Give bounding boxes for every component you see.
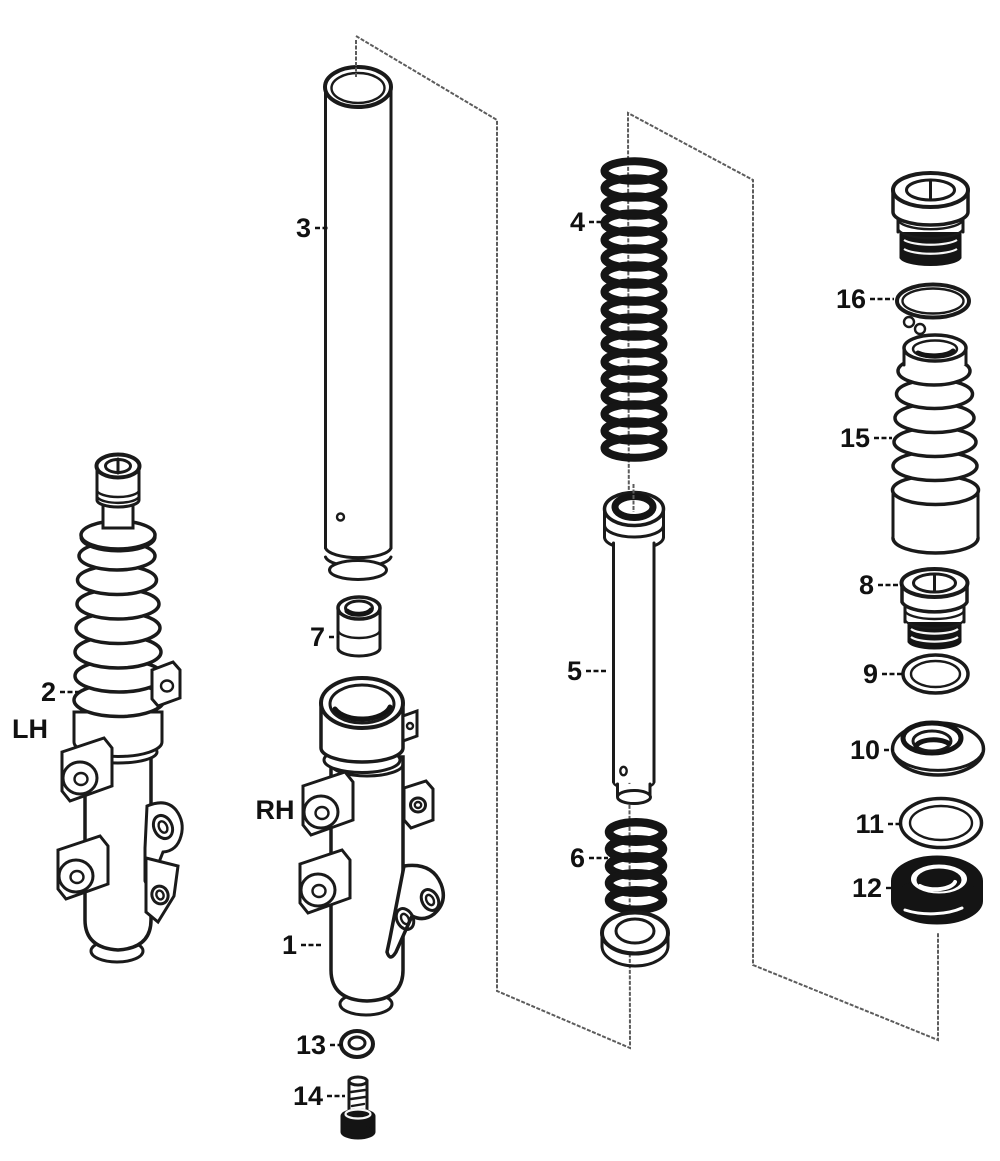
part-10-spring-seat: [890, 720, 986, 777]
case-bracket-lower-left: [298, 848, 352, 915]
part-9-o-ring: [901, 653, 970, 695]
part-8-fork-bolt: [899, 567, 970, 650]
part-12-oil-seal: [891, 855, 983, 925]
callout-12: 12: [852, 873, 893, 903]
group-plane-lines: [355, 35, 939, 1050]
callout-11: 11: [855, 809, 901, 839]
callout-15-label: 15: [840, 423, 870, 453]
label-right-hand: RH: [256, 795, 295, 825]
part-5-damper-rod: [602, 490, 666, 805]
callout-10-label: 10: [850, 735, 880, 765]
callout-7-label: 7: [310, 622, 325, 652]
tube-bottom-bushing: [328, 559, 388, 581]
callout-8-label: 8: [859, 570, 874, 600]
part-1-bottom-case-rh: [298, 676, 446, 1017]
callout-16: 16: [836, 284, 894, 314]
callout-6: 6: [570, 843, 608, 873]
callout-5-label: 5: [567, 656, 582, 686]
fork-cap-assembly: [891, 171, 970, 266]
damper-rod-hole: [619, 765, 628, 777]
callout-9-label: 9: [863, 659, 878, 689]
callout-2: 2: [41, 677, 79, 707]
callout-5: 5: [567, 656, 608, 686]
callout-8: 8: [859, 570, 902, 600]
lh-boot-bracket-right: [150, 660, 182, 708]
group-callouts: 1 2 3 4 5 6 7 8: [12, 207, 902, 1111]
callout-4: 4: [570, 207, 602, 237]
callout-10: 10: [850, 735, 894, 765]
callout-4-label: 4: [570, 207, 585, 237]
part-6-rebound-spring: [604, 817, 668, 915]
callout-13: 13: [296, 1030, 343, 1060]
callout-14-label: 14: [293, 1081, 323, 1111]
callout-14: 14: [293, 1081, 345, 1111]
part-16-stopper-ring: [895, 282, 971, 336]
case-lug-right: [402, 779, 435, 830]
callout-1: 1: [282, 930, 323, 960]
part-13-sealing-washer: [339, 1029, 375, 1059]
callout-3: 3: [296, 213, 328, 243]
lh-axle-bracket: [143, 801, 184, 925]
lh-lower-leg: [83, 743, 153, 952]
part-14-socket-bolt: [340, 1075, 376, 1140]
callout-12-label: 12: [852, 873, 882, 903]
part-11-backup-ring: [898, 796, 984, 850]
part-2-fork-assembly-lh: [56, 452, 184, 964]
case-bracket-upper-left: [301, 770, 355, 837]
callout-1-label: 1: [282, 930, 297, 960]
callout-11-label: 11: [855, 809, 884, 839]
callout-7: 7: [310, 622, 339, 652]
oil-lock-washer: [600, 910, 670, 968]
callout-9: 9: [863, 659, 902, 689]
lh-bracket-upper-left: [60, 736, 114, 803]
callout-15: 15: [840, 423, 892, 453]
tube-pin-hole: [335, 512, 346, 522]
case-axle-bracket: [385, 863, 446, 959]
fold-plane-line: [355, 35, 939, 1050]
callout-13-label: 13: [296, 1030, 326, 1060]
lh-bracket-lower-left: [56, 834, 110, 901]
part-7-guide-bushing: [336, 595, 382, 658]
part-15-fork-boot: [890, 333, 981, 555]
lh-boot-opening-arc: [79, 534, 157, 553]
label-left-hand: LH: [12, 714, 48, 744]
callout-16-label: 16: [836, 284, 866, 314]
part-4-fork-spring: [600, 157, 668, 462]
callout-2-label: 2: [41, 677, 56, 707]
part-3-fork-tube: [323, 65, 393, 581]
group-centerline-stubs: [355, 40, 635, 512]
callout-3-label: 3: [296, 213, 311, 243]
case-tab-right: [401, 708, 419, 744]
callout-6-label: 6: [570, 843, 585, 873]
